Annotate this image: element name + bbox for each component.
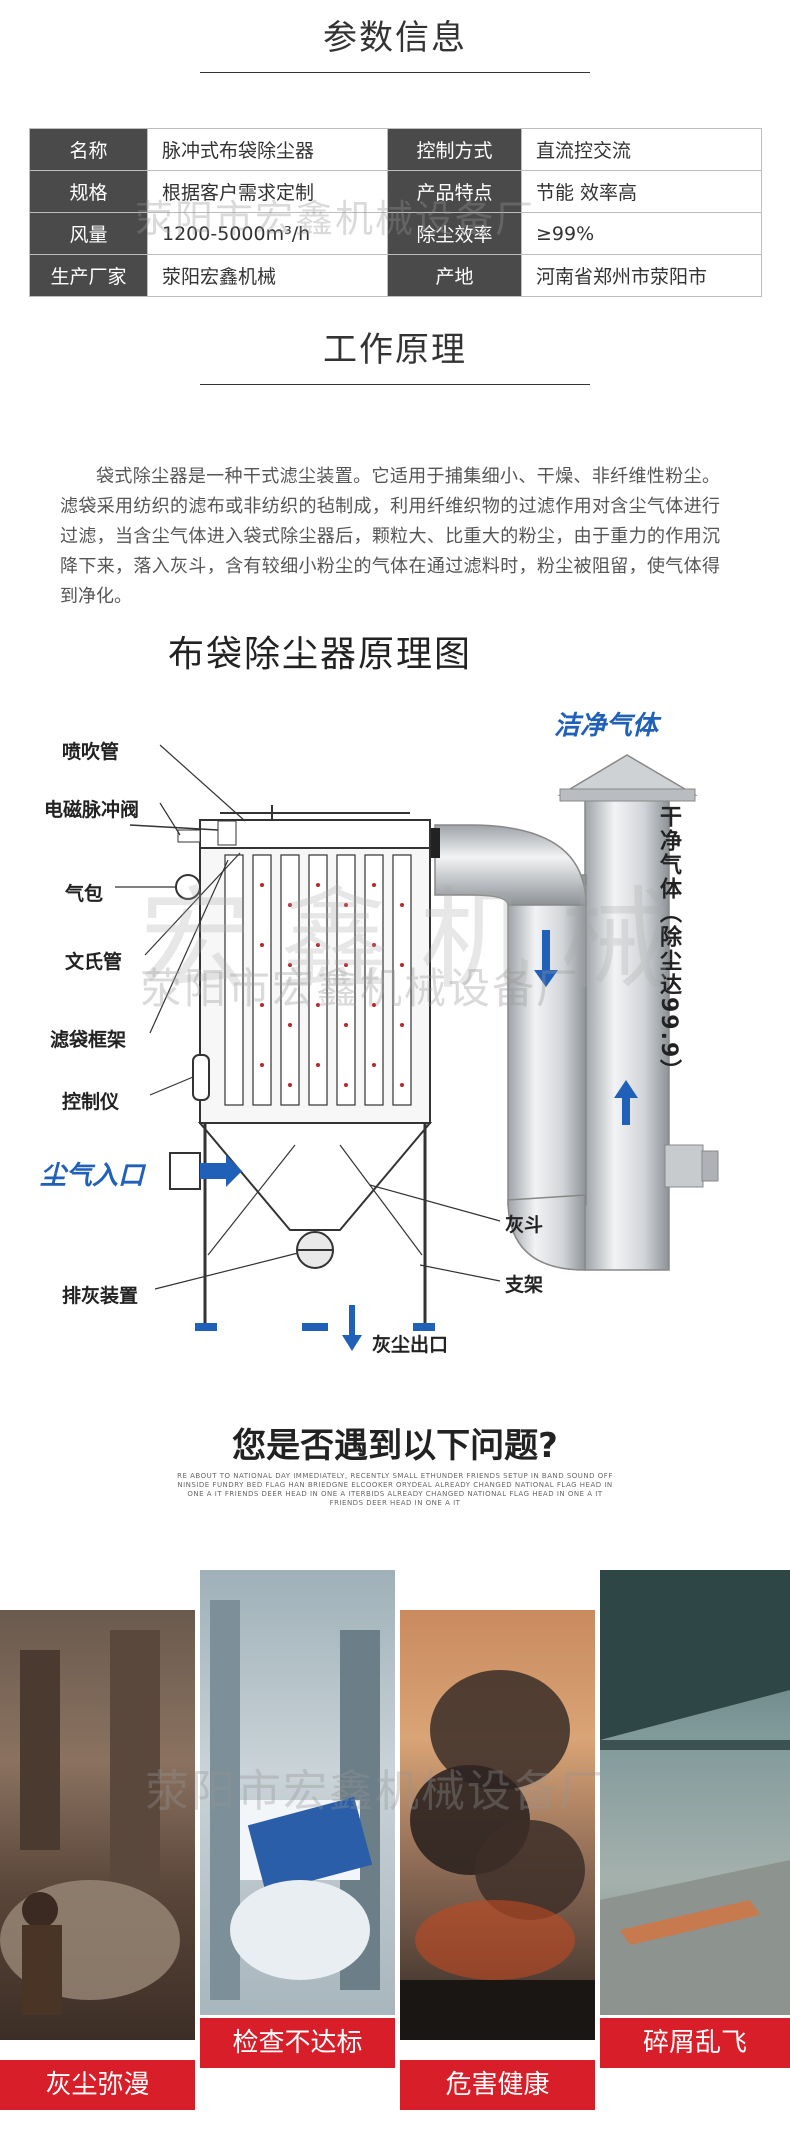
caption-health: 危害健康 bbox=[400, 2060, 595, 2110]
diagram-watermark-company: 荥阳市宏鑫机械设备厂 bbox=[140, 964, 581, 1013]
valve-block bbox=[217, 820, 237, 846]
photos-watermark: 荥阳市宏鑫机械设备厂 bbox=[145, 1766, 605, 1817]
filter-bags bbox=[224, 854, 412, 1106]
label-spray-pipe: 喷吹管 bbox=[62, 741, 120, 763]
smoke-illustration bbox=[400, 1670, 595, 2040]
params-table: 名称 脉冲式布袋除尘器 控制方式 直流控交流 规格 根据客户需求定制 产品特点 … bbox=[29, 128, 762, 297]
chimney-cap-rim bbox=[559, 788, 696, 802]
diagram-watermark-big: 宏鑫机械 bbox=[140, 876, 700, 1004]
principle-title-underline bbox=[200, 384, 590, 385]
fan-housing bbox=[664, 1144, 704, 1188]
diagram-drawing bbox=[115, 744, 719, 1351]
caption-debris: 碎屑乱飞 bbox=[600, 2018, 790, 2068]
param-value: 1200-5000m³/h bbox=[147, 212, 388, 255]
label-controller: 控制仪 bbox=[62, 1091, 120, 1113]
param-key: 风量 bbox=[29, 212, 148, 255]
duct-elbow-bottom bbox=[507, 1194, 587, 1271]
photo-smoke bbox=[400, 1610, 595, 2040]
param-value: 直流控交流 bbox=[521, 128, 762, 171]
fan-motor bbox=[701, 1150, 719, 1182]
photo-dust-foundry bbox=[0, 1610, 195, 2040]
foundry-illustration bbox=[0, 1630, 180, 2015]
spray-pipe-line bbox=[129, 824, 219, 831]
photo-debris bbox=[600, 1570, 790, 2015]
label-dust-inlet: 尘气入口 bbox=[40, 1161, 145, 1191]
inspection-illustration bbox=[210, 1600, 380, 2000]
param-key: 控制方式 bbox=[387, 128, 522, 171]
duct-elbow-top bbox=[434, 824, 587, 906]
principle-intro: 袋式除尘器是一种干式滤尘装置。它适用于捕集细小、干燥、非纤维性粉尘。滤袋采用纺织… bbox=[60, 466, 720, 607]
param-key: 名称 bbox=[29, 128, 148, 171]
label-leaders bbox=[115, 744, 501, 1290]
caption-inspection: 检查不达标 bbox=[200, 2018, 395, 2068]
label-pulse-valve: 电磁脉冲阀 bbox=[44, 799, 140, 821]
param-value: 节能 效率高 bbox=[521, 170, 762, 213]
problems-title: 您是否遇到以下问题? bbox=[232, 1426, 558, 1466]
param-key: 产品特点 bbox=[387, 170, 522, 213]
down-flow-arrow bbox=[534, 930, 558, 987]
table-row: 生产厂家 荥阳宏鑫机械 产地 河南省郑州市荥阳市 bbox=[29, 254, 762, 297]
leg-foot-mid bbox=[302, 1323, 328, 1331]
leg-foot-right bbox=[413, 1323, 435, 1331]
warehouse-illustration bbox=[600, 1570, 790, 2015]
table-watermark: 荥阳市宏鑫机械设备厂 bbox=[135, 197, 536, 241]
up-flow-arrow bbox=[614, 1080, 638, 1125]
label-clean-gas-note: 干净气体（除尘达99.9） bbox=[656, 805, 681, 1084]
table-row: 风量 1200-5000m³/h 除尘效率 ≥99% bbox=[29, 212, 762, 255]
caption-dust: 灰尘弥漫 bbox=[0, 2060, 195, 2110]
label-venturi: 文氏管 bbox=[65, 951, 123, 973]
principle-title: 工作原理 bbox=[323, 330, 467, 370]
label-clean-gas: 洁净气体 bbox=[554, 711, 659, 741]
params-title: 参数信息 bbox=[323, 18, 467, 58]
inlet-flange bbox=[169, 1152, 201, 1190]
inlet-arrow bbox=[200, 1155, 242, 1187]
param-key: 规格 bbox=[29, 170, 148, 213]
param-value: ≥99% bbox=[521, 212, 762, 255]
principle-diagram: 布袋除尘器原理图 bbox=[40, 625, 750, 1370]
param-key: 除尘效率 bbox=[387, 212, 522, 255]
param-key: 生产厂家 bbox=[29, 254, 148, 297]
label-bag-frame: 滤袋框架 bbox=[50, 1029, 127, 1051]
table-row: 名称 脉冲式布袋除尘器 控制方式 直流控交流 bbox=[29, 128, 762, 171]
param-key: 产地 bbox=[387, 254, 522, 297]
params-title-underline bbox=[200, 72, 590, 73]
controller-box bbox=[192, 1054, 210, 1101]
label-support: 支架 bbox=[505, 1274, 544, 1296]
dust-outlet-arrow bbox=[342, 1305, 362, 1351]
diagram-title: 布袋除尘器原理图 bbox=[167, 634, 472, 675]
label-hopper: 灰斗 bbox=[505, 1214, 544, 1236]
table-row: 规格 根据客户需求定制 产品特点 节能 效率高 bbox=[29, 170, 762, 213]
param-value: 荥阳宏鑫机械 bbox=[147, 254, 388, 297]
cross-brace bbox=[207, 1144, 296, 1256]
label-dust-outlet: 灰尘出口 bbox=[372, 1334, 449, 1356]
label-discharge-device: 排灰装置 bbox=[62, 1285, 139, 1307]
problems-subtitle: RE ABOUT TO NATIONAL DAY IMMEDIATELY, RE… bbox=[177, 1472, 613, 1507]
chimney-pipe bbox=[584, 789, 670, 1271]
filter-bag-dust-marks bbox=[260, 883, 404, 1087]
param-value: 河南省郑州市荥阳市 bbox=[521, 254, 762, 297]
leg-foot-left bbox=[195, 1323, 217, 1331]
param-value: 脉冲式布袋除尘器 bbox=[147, 128, 388, 171]
cross-brace bbox=[339, 1144, 423, 1256]
photo-inspection bbox=[200, 1570, 395, 2015]
hopper-cone bbox=[197, 1122, 433, 1231]
param-value: 根据客户需求定制 bbox=[147, 170, 388, 213]
label-air-bag: 气包 bbox=[65, 883, 104, 905]
pulse-valve bbox=[177, 829, 201, 843]
